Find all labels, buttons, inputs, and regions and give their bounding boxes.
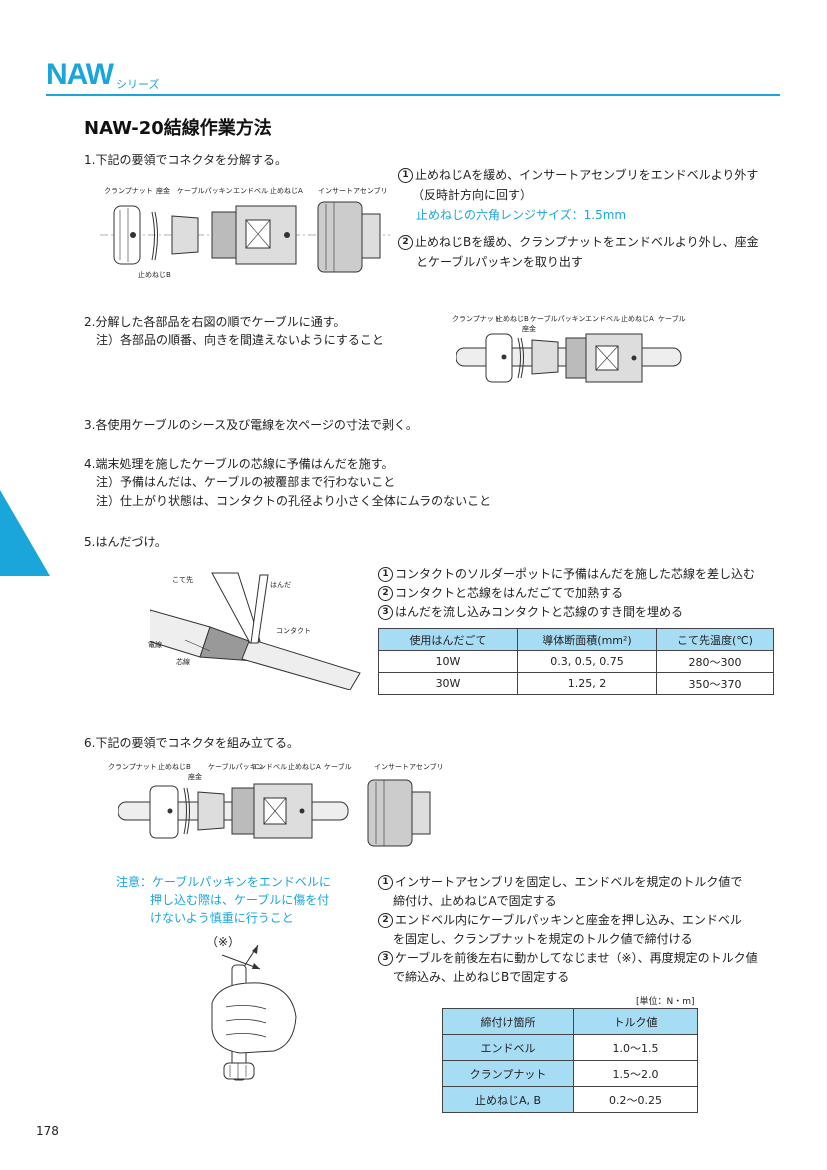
- step4-heading: 4.端末処理を施したケーブルの芯線に予備はんだを施す。: [84, 457, 394, 471]
- caution-line1: 注意：ケーブルパッキンをエンドベルに: [116, 875, 331, 889]
- s1-label-packing: ケーブルパッキン: [177, 187, 233, 195]
- s1-label-endbell: エンドベル: [233, 187, 268, 195]
- item-number: 2: [398, 235, 413, 250]
- step6-item2-line2: を固定し、クランプナットを規定のトルク値で締付ける: [393, 932, 693, 946]
- step2-note: 注）各部品の順番、向きを間違えないようにすること: [96, 333, 384, 347]
- s2-label-clamp-nut: クランプナット: [452, 315, 501, 323]
- s2-label-screw-b: 止めねじB: [496, 315, 529, 323]
- step6-item1-line2: 締付け、止めねじAで固定する: [393, 894, 557, 908]
- step1-item2-line2: とケーブルパッキンを取り出す: [416, 255, 583, 269]
- s5-label-iron-tip: こて先: [172, 576, 193, 584]
- step4-note1: 注）予備はんだは、ケーブルの被覆部まで行わないこと: [96, 475, 396, 489]
- step2-heading: 2.分解した各部品を右図の順でケーブルに通す。: [84, 315, 346, 329]
- reference-mark: （※）: [206, 935, 241, 949]
- s2-label-endbell: エンドベル: [585, 315, 620, 323]
- s1-label-insert: インサートアセンブリ: [318, 187, 388, 195]
- s2-label-packing: ケーブルパッキン: [530, 315, 586, 323]
- s5-label-solder: はんだ: [270, 581, 291, 589]
- step1-heading: 1.下記の要領でコネクタを分解する。: [84, 153, 287, 167]
- s5-label-wire: 電線: [148, 641, 162, 649]
- caution-line3: けないよう慎重に行うこと: [150, 911, 294, 925]
- step5-heading: 5.はんだづけ。: [84, 535, 167, 549]
- s6-label-screw-a: 止めねじA: [288, 763, 321, 771]
- caution-line2: 押し込む際は、ケーブルに傷を付: [150, 893, 330, 907]
- series-suffix: シリーズ: [116, 78, 160, 91]
- cable-threading-diagram: [456, 333, 682, 383]
- step6-item3-line2: で締込み、止めねじBで固定する: [393, 970, 570, 984]
- s6-label-screw-b: 止めねじB: [158, 763, 191, 771]
- s2-label-cable: ケーブル: [658, 315, 686, 323]
- s6-label-clamp-nut: クランプナット: [108, 763, 157, 771]
- s1-label-screw-a: 止めねじA: [270, 187, 303, 195]
- s6-label-packing: ケーブルパッキン: [208, 763, 264, 771]
- s1-label-washer: 座金: [156, 187, 170, 195]
- soldering-diagram: [150, 572, 361, 690]
- s6-label-cable: ケーブル: [324, 763, 352, 771]
- s6-label-endbell: エンドベル: [252, 763, 287, 771]
- table-row: 10W 0.3, 0.5, 0.75 280〜300: [378, 650, 774, 673]
- s1-label-screw-b: 止めねじB: [138, 271, 171, 279]
- table-row: クランプナット 1.5〜2.0: [442, 1060, 698, 1087]
- s2-label-washer: 座金: [522, 325, 536, 333]
- hand-illustration: [211, 945, 297, 1081]
- s6-label-insert: インサートアセンブリ: [374, 763, 444, 771]
- step4-note2: 注）仕上がり状態は、コンタクトの孔径より小さく全体にムラのないこと: [96, 494, 492, 508]
- disassembly-diagram: [100, 201, 390, 273]
- side-tab: [0, 490, 50, 576]
- table-row: エンドベル 1.0〜1.5: [442, 1034, 698, 1061]
- s5-label-contact: コンタクト: [276, 627, 311, 635]
- table-row: 30W 1.25, 2 350〜370: [378, 672, 774, 695]
- s2-label-screw-a: 止めねじA: [621, 315, 654, 323]
- torque-table: 締付け箇所 トルク値 エンドベル 1.0〜1.5 クランプナット 1.5〜2.0…: [442, 1008, 698, 1113]
- item-number: 1: [398, 168, 413, 183]
- step6-heading: 6.下記の要領でコネクタを組み立てる。: [84, 736, 299, 750]
- hex-wrench-size: 止めねじの六角レンジサイズ：1.5mm: [416, 208, 627, 222]
- series-name: NAW: [46, 58, 114, 91]
- step3-heading: 3.各使用ケーブルのシース及び電線を次ページの寸法で剥く。: [84, 418, 418, 432]
- page-number: 178: [36, 1124, 59, 1138]
- soldering-table: 使用はんだごて 導体断面積(mm²) こて先温度(℃) 10W 0.3, 0.5…: [378, 628, 774, 695]
- header-rule: [46, 94, 780, 96]
- assembly-diagram: [118, 779, 431, 847]
- s1-label-clamp-nut: クランプナット: [104, 187, 153, 195]
- step1-item1-line2: （反時計方向に回す）: [412, 188, 533, 202]
- torque-unit: [単位：N・m]: [636, 997, 695, 1007]
- s5-label-core: 芯線: [176, 658, 190, 666]
- table-row: 止めねじA, B 0.2〜0.25: [442, 1086, 698, 1113]
- page-title: NAW-20結線作業方法: [84, 118, 272, 139]
- s6-label-washer: 座金: [188, 773, 202, 781]
